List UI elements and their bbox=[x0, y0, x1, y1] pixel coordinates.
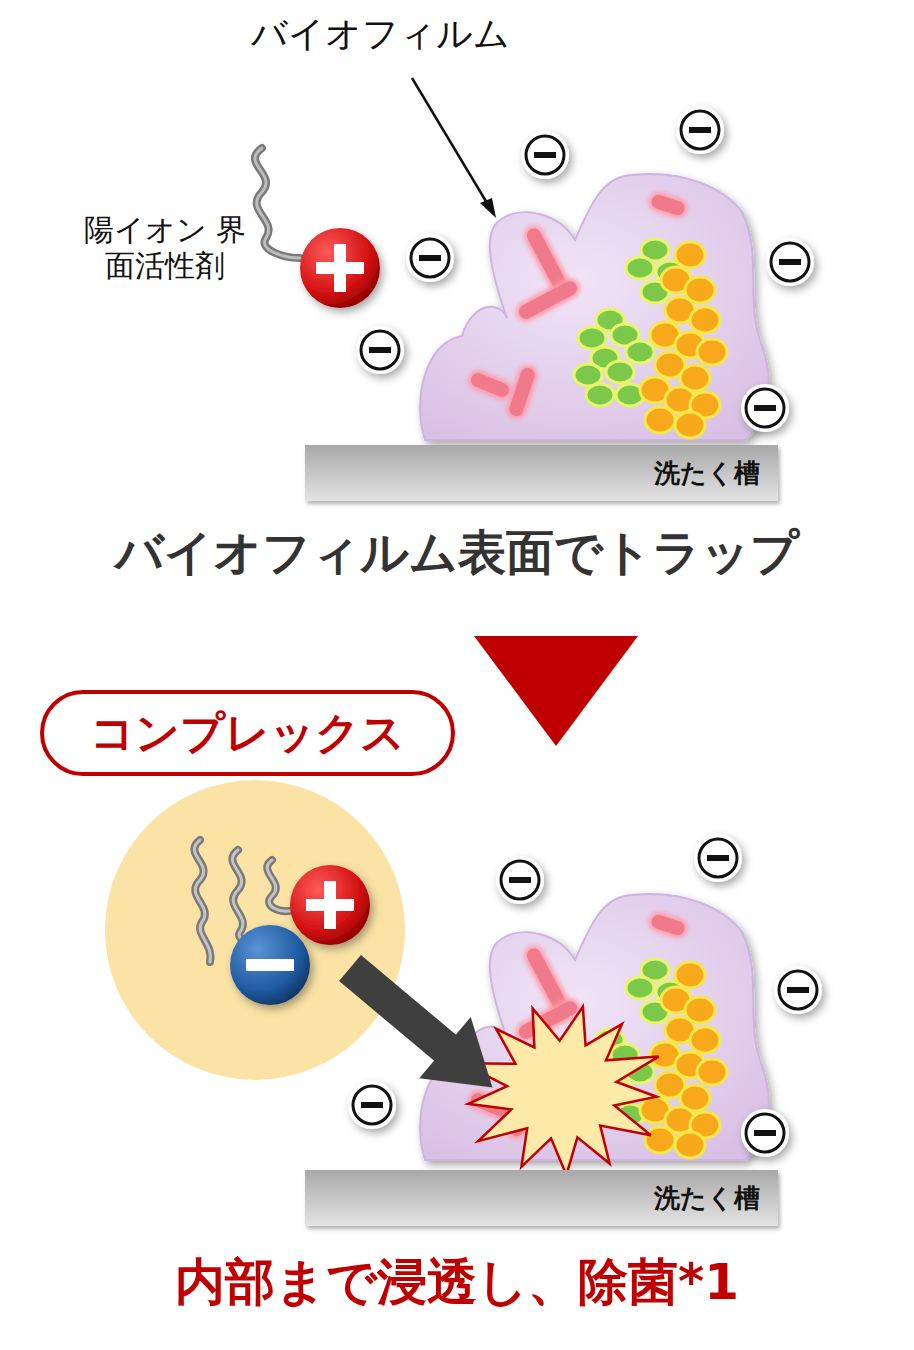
step-caption: バイオフィルム表面でトラップ bbox=[20, 524, 894, 582]
complex-label: コンプレックス bbox=[90, 704, 405, 763]
tub-bar: 洗たく槽 bbox=[305, 445, 778, 501]
illustration-part bbox=[694, 834, 742, 882]
tub-bar: 洗たく槽 bbox=[305, 1170, 778, 1226]
tub-label: 洗たく槽 bbox=[654, 456, 760, 491]
illustration-part bbox=[496, 856, 544, 904]
illustration-part bbox=[741, 384, 789, 432]
cation-ball bbox=[300, 228, 380, 308]
illustration-part bbox=[774, 966, 822, 1014]
part-label: バイオフィルム bbox=[200, 12, 560, 55]
illustration-part bbox=[267, 860, 294, 911]
illustration-part bbox=[194, 840, 210, 962]
illustration-part bbox=[267, 860, 294, 911]
burst bbox=[462, 1007, 658, 1175]
illustration-part bbox=[194, 840, 210, 962]
illustration-part bbox=[255, 148, 300, 258]
illustration-part bbox=[339, 955, 459, 1063]
illustration-part bbox=[766, 238, 814, 286]
illustration-part bbox=[480, 198, 496, 218]
complex-box: コンプレックス bbox=[40, 690, 455, 776]
illustration-part bbox=[406, 234, 454, 282]
illustration-part bbox=[741, 1109, 789, 1157]
illustration-part bbox=[676, 106, 724, 154]
illustration-part bbox=[356, 326, 404, 374]
biofilm bbox=[420, 174, 769, 440]
illustration-part bbox=[462, 1007, 658, 1175]
illustration-part bbox=[419, 1017, 518, 1118]
down-triangle bbox=[474, 636, 638, 746]
illustration-part bbox=[348, 1081, 396, 1129]
illustration-part bbox=[230, 925, 310, 1005]
illustration-part bbox=[290, 865, 370, 945]
part-label: 陽イオン 界面活性剤 bbox=[70, 212, 260, 284]
leader-line bbox=[412, 78, 490, 208]
result-caption: 内部まで浸透し、除菌*1 bbox=[20, 1252, 894, 1312]
surfactant-tail bbox=[255, 148, 300, 258]
complex-circle bbox=[105, 780, 405, 1080]
tub-label: 洗たく槽 bbox=[654, 1181, 760, 1216]
illustration-part bbox=[521, 131, 569, 179]
